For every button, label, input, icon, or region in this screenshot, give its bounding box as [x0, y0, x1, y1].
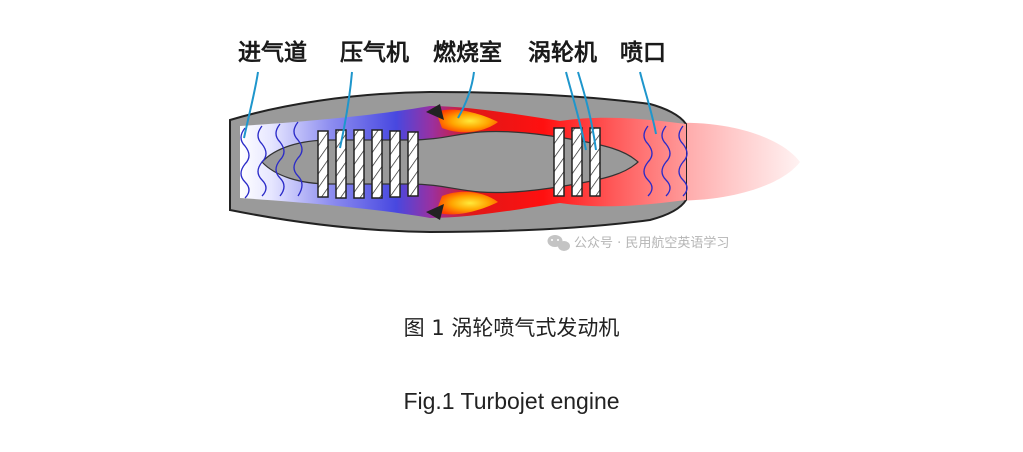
leader-line-turbine-2: [577, 71, 597, 151]
label-inlet: 进气道: [238, 39, 307, 66]
watermark: 公众号 · 民用航空英语学习: [547, 235, 729, 251]
exhaust-plume: [660, 122, 800, 201]
figure-caption-chinese: 图 1 涡轮喷气式发动机: [403, 316, 620, 340]
fuel-injector-bottom: [426, 204, 444, 220]
leader-line-inlet: [243, 71, 259, 139]
wechat-icon: [547, 235, 570, 251]
leader-line-turbine-1: [565, 71, 587, 151]
figure-caption-english: Fig.1 Turbojet engine: [403, 388, 620, 414]
label-nozzle: 喷口: [620, 40, 666, 66]
leader-lines: [243, 71, 657, 151]
combustor-flame-bottom: [436, 191, 498, 215]
leader-line-compressor: [339, 71, 353, 149]
label-compressor: 压气机: [340, 39, 409, 66]
leader-line-nozzle: [639, 71, 657, 135]
watermark-text: 公众号 · 民用航空英语学习: [574, 235, 729, 251]
leader-line-combustor: [457, 71, 475, 119]
turbine-blades: [553, 127, 601, 197]
flow-waves: [240, 121, 688, 199]
label-turbine: 涡轮机: [528, 39, 597, 66]
label-combustor: 燃烧室: [433, 39, 502, 66]
fuel-injector-top: [426, 104, 444, 120]
combustor-flame-top: [436, 109, 498, 133]
compressor-blades: [317, 129, 419, 199]
